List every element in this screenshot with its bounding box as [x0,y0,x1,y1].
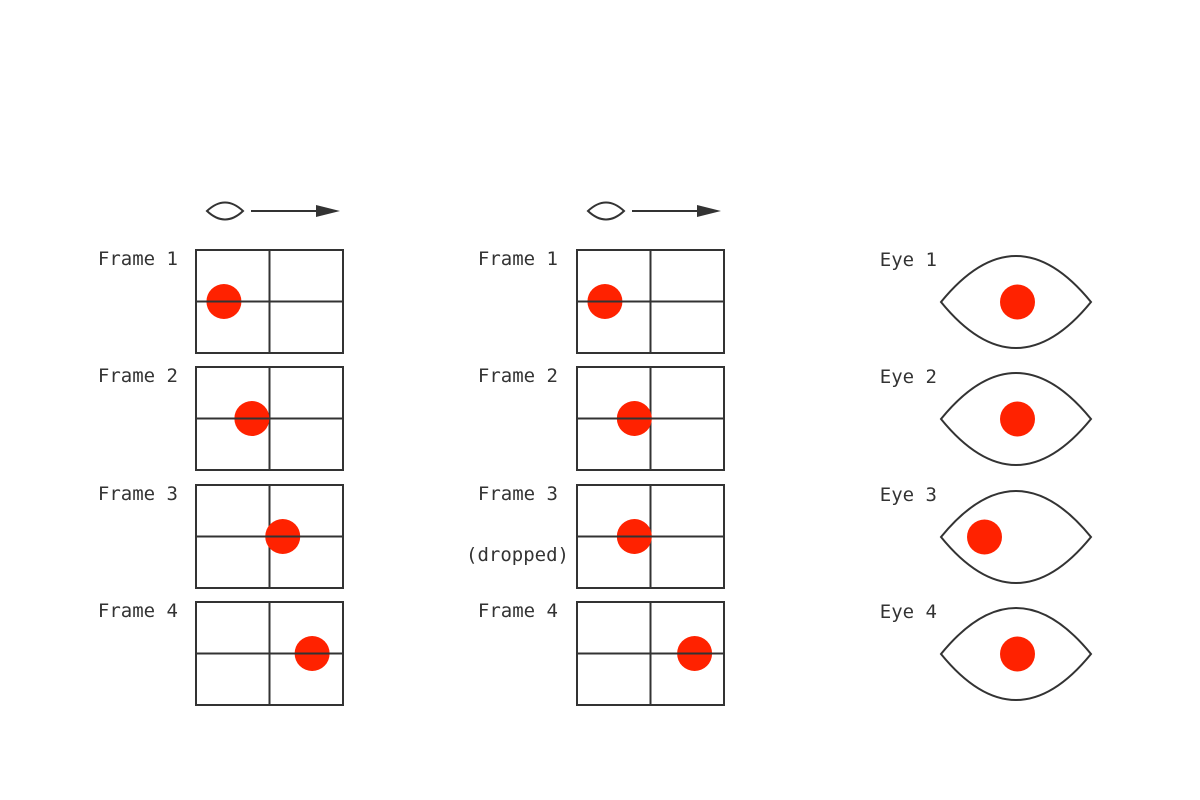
arrow-head-icon [697,205,721,217]
eye-label: Eye 3 [880,484,937,506]
eye-arrow-group-left [205,201,340,221]
frame-4: Frame 4 [98,600,344,706]
eye-outline-icon [939,607,1093,701]
eyes-layer: Eye 1 Eye 2 Eye 3 Eye 4 [880,249,1093,701]
frame-3: Frame 3 [98,483,344,589]
pupil [1000,636,1035,672]
frame-label: Frame 2 [478,365,558,387]
frame-4: Frame 4 [478,600,725,706]
frame-label: Frame 2 [98,365,178,387]
eye-1: Eye 1 [880,249,1093,349]
eye-icon [586,201,626,221]
frame-2: Frame 2 [478,365,725,471]
eye-outline-icon [939,255,1093,349]
eye-4: Eye 4 [880,601,1093,701]
eye-icon [205,201,245,221]
eye-2: Eye 2 [880,366,1093,466]
frame-label: Frame 4 [478,600,558,622]
pupil [1000,401,1035,437]
eye-outline-icon [939,372,1093,466]
eye-label: Eye 4 [880,601,937,623]
frame-label: Frame 4 [98,600,178,622]
pupil [967,519,1002,555]
frame-3: Frame 3 (dropped) [466,483,725,589]
arrow-head-icon [316,205,340,217]
frames-layer: Frame 1 Frame 2 Frame 3 Frame 4 Frame 1 Frame… [98,248,725,706]
eye-3: Eye 3 [880,484,1093,584]
frame-label: Frame 3 [98,483,178,505]
frame-2: Frame 2 [98,365,344,471]
pupil [1000,284,1035,320]
frame-1: Frame 1 [478,248,725,354]
frame-note: (dropped) [466,544,569,566]
eye-label: Eye 1 [880,249,937,271]
frame-label: Frame 3 [478,483,558,505]
eye-arrow-group-middle [586,201,721,221]
eye-label: Eye 2 [880,366,937,388]
frame-1: Frame 1 [98,248,344,354]
frame-label: Frame 1 [98,248,178,270]
eye-outline-icon [939,490,1093,584]
frame-label: Frame 1 [478,248,558,270]
